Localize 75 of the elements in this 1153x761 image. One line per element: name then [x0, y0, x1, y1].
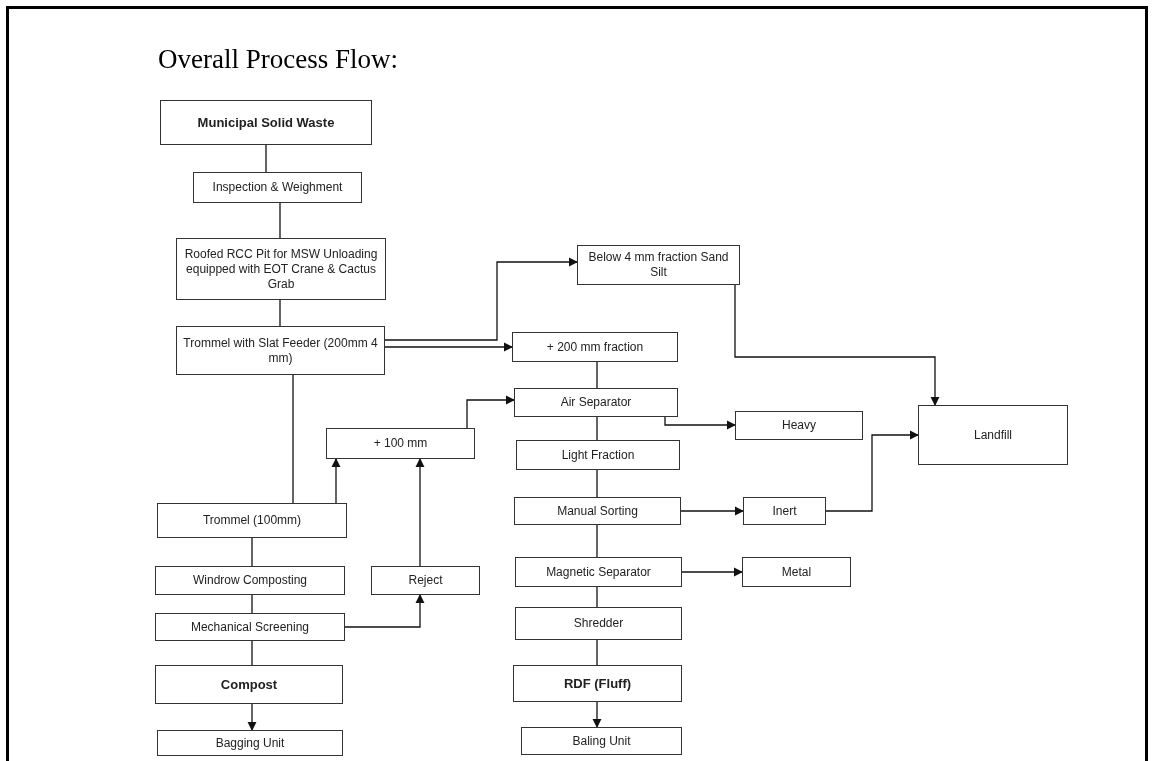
arrow — [664, 416, 736, 430]
arrow — [415, 458, 425, 567]
arrow — [681, 567, 743, 577]
connector-line — [279, 202, 281, 239]
connector-line — [251, 537, 253, 567]
connector-line — [596, 639, 598, 666]
box-label: Heavy — [782, 418, 816, 433]
box-label: Landfill — [974, 427, 1012, 443]
process-box — [514, 388, 678, 417]
process-box — [155, 665, 343, 704]
connector-line — [251, 594, 253, 614]
process-box — [326, 428, 475, 459]
box-label: + 200 mm fraction — [546, 339, 644, 355]
arrow — [680, 506, 744, 516]
box-label: Below 4 mm fraction Sand Silt — [587, 250, 730, 280]
process-box — [157, 503, 347, 538]
box-label: Bagging Unit — [215, 735, 285, 751]
arrow — [247, 703, 257, 731]
process-box — [371, 566, 480, 595]
connector-line — [596, 469, 598, 498]
process-box — [743, 497, 826, 525]
connector-line — [596, 416, 598, 441]
box-label: Mechanical Screening — [190, 619, 310, 635]
process-box — [193, 172, 362, 203]
process-box — [521, 727, 682, 755]
arrow — [734, 284, 940, 406]
arrow — [466, 395, 515, 429]
process-box — [515, 607, 682, 640]
box-label: Magnetic Separator — [546, 564, 651, 580]
box-label: Trommel with Slat Feeder (200mm 4 mm) — [182, 335, 379, 366]
process-box — [742, 557, 851, 587]
box-label: Shredder — [573, 616, 624, 631]
arrow — [331, 458, 341, 504]
box-label: Light Fraction — [561, 447, 635, 463]
box-label: Roofed RCC Pit for MSW Unloading equipped with EOT Crane & Cactus Grab — [183, 246, 379, 292]
arrow — [825, 430, 919, 512]
connector-line — [279, 299, 281, 327]
connector-line — [265, 144, 267, 173]
process-box — [516, 440, 680, 470]
process-box — [176, 238, 386, 300]
process-box — [918, 405, 1068, 465]
box-label: + 100 mm — [373, 436, 428, 451]
box-label: Air Separator — [560, 395, 632, 410]
arrow — [384, 257, 578, 341]
process-box — [577, 245, 740, 285]
box-label: Compost — [220, 677, 278, 692]
connector-line — [251, 640, 253, 666]
connector-line — [596, 586, 598, 608]
process-box — [513, 665, 682, 702]
connector-line — [292, 374, 294, 504]
arrow — [592, 701, 602, 728]
process-box — [176, 326, 385, 375]
box-label: Trommel (100mm) — [202, 513, 302, 528]
process-box — [515, 557, 682, 587]
box-label: Municipal Solid Waste — [197, 115, 335, 130]
box-label: Metal — [781, 564, 812, 580]
diagram-title: Overall Process Flow: — [158, 46, 398, 73]
box-label: RDF (Fluff) — [563, 676, 632, 691]
box-label: Baling Unit — [572, 733, 631, 749]
process-box — [514, 497, 681, 525]
box-label: Inspection & Weighment — [212, 180, 343, 195]
box-label: Windrow Composting — [192, 573, 307, 588]
process-box — [160, 100, 372, 145]
arrow — [384, 342, 513, 352]
box-label: Inert — [772, 503, 797, 519]
box-label: Manual Sorting — [557, 503, 638, 519]
arrow — [344, 594, 425, 628]
connector-line — [596, 361, 598, 389]
process-box — [155, 566, 345, 595]
box-label: Reject — [408, 573, 443, 588]
connector-line — [596, 524, 598, 558]
process-box — [155, 613, 345, 641]
process-box — [157, 730, 343, 756]
process-box — [512, 332, 678, 362]
process-box — [735, 411, 863, 440]
